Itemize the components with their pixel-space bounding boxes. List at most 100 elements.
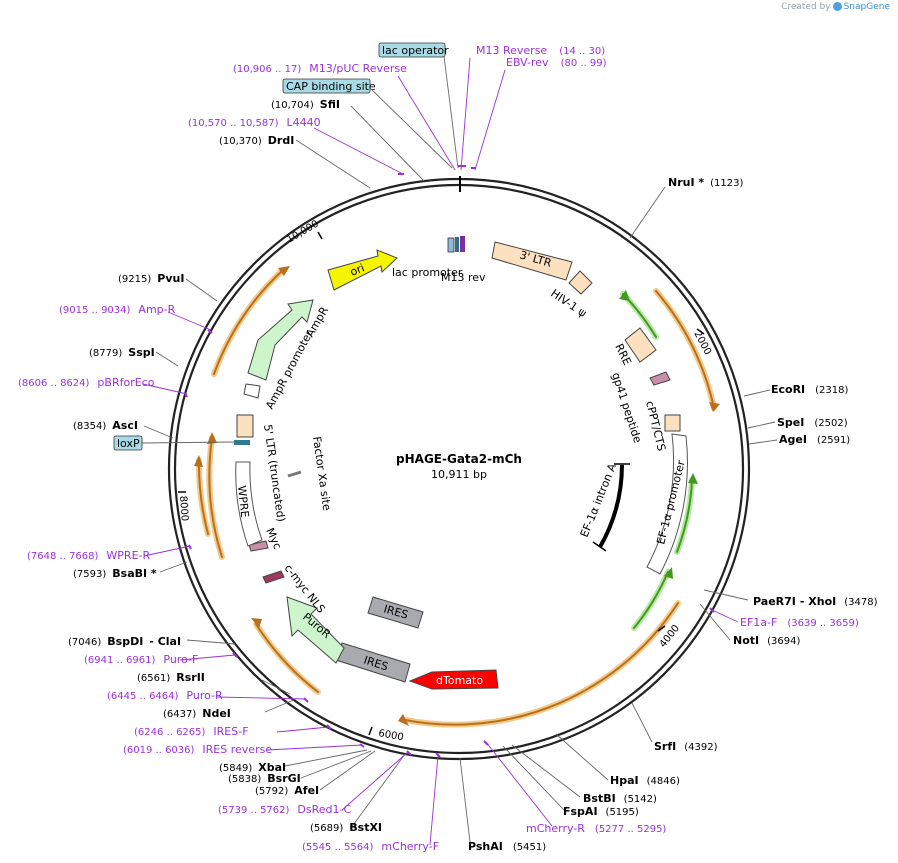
enzyme-fspai: FspAI(5195) <box>563 805 639 818</box>
primer-ires-reverse: (6019 .. 6036)IRES reverse <box>123 743 272 756</box>
brand-text: SnapGene <box>843 2 890 12</box>
gp41-label: gp41 peptide <box>609 371 644 445</box>
primer-puro-f: (6941 .. 6961)Puro-F <box>84 653 198 666</box>
ires1-shape <box>367 596 424 629</box>
wpre-label: WPRE <box>235 485 251 518</box>
primer-labels: M13 Reverse(14 .. 30) EBV-rev(80 .. 99) … <box>18 44 859 853</box>
tag-cap-binding-site: CAP binding site <box>282 78 376 94</box>
primer-wpre-r: (7648 .. 7668)WPRE-R <box>27 549 150 562</box>
primer-l4440: (10,570 .. 10,587)L4440 <box>188 116 321 129</box>
primer-m13-reverse: M13 Reverse(14 .. 30) <box>476 44 605 57</box>
ef1a-intron-label: EF-1α intron A <box>578 461 620 539</box>
ef1a-promoter-shape <box>646 433 688 575</box>
enzymes-right: NruI *(1123) EcoRI(2318) SpeI(2502) AgeI… <box>468 176 878 853</box>
orf-arc-4 <box>206 435 225 560</box>
ef1a-intron-shape <box>598 464 624 548</box>
enzyme-agei: AgeI(2591) <box>779 433 850 446</box>
lac-promoter-box <box>447 237 455 253</box>
tag-lac-operator: lac operator <box>378 42 449 58</box>
dtomato-arrow <box>408 669 499 690</box>
factor-xa-label: Factor Xa site <box>310 436 333 512</box>
enzyme-pvui: (9215)PvuI <box>118 272 184 285</box>
enzyme-leaders <box>143 105 778 843</box>
enzyme-bstxi: (5689)BstXI <box>310 821 382 834</box>
primer-mcherry-f: (5545 .. 5564)mCherry-F <box>302 840 439 853</box>
enzyme-spei: SpeI(2502) <box>777 416 848 429</box>
orf-arc-6 <box>211 267 286 377</box>
enzyme-noti: NotI(3694) <box>733 634 800 647</box>
enzyme-asci: (8354)AscI <box>73 419 138 432</box>
enzyme-nrui: NruI *(1123) <box>668 176 743 189</box>
cppt-label: cPPT/CTS <box>643 400 668 453</box>
ltr5-shape <box>236 414 254 438</box>
primer-pbrforeco: (8606 .. 8624)pBRforEco <box>18 376 155 389</box>
ori-label: ori <box>348 261 366 278</box>
enzyme-ndei: (6437)NdeI <box>163 707 231 720</box>
m13-rev-box <box>460 236 465 252</box>
puror-arrow <box>286 596 345 664</box>
primer-ef1a-f: EF1a-F(3639 .. 3659) <box>740 616 859 629</box>
primer-amp-r: (9015 .. 9034)Amp-R <box>59 303 176 316</box>
enzyme-rsrii: (6561)RsrII <box>137 671 205 684</box>
m13-rev-label: M13 rev <box>441 271 486 284</box>
ampr-arrow <box>247 299 314 381</box>
svg-text:CAP binding site: CAP binding site <box>286 80 376 93</box>
lac-operator-box <box>455 237 459 252</box>
enzyme-ecori: EcoRI(2318) <box>771 383 849 396</box>
tick-label-10000: 10,000 <box>285 219 321 246</box>
ampr-promoter-shape <box>243 383 261 399</box>
primer-leaders <box>142 57 739 846</box>
enzyme-paer7i: PaeR7I- XhoI(3478) <box>753 595 878 608</box>
orf-arc-2 <box>402 600 681 728</box>
primer-mcherry-r: mCherry-R(5277 .. 5295) <box>526 822 666 835</box>
enzyme-afei: (5792)AfeI <box>255 784 319 797</box>
orf-arc-1 <box>653 288 717 411</box>
snapgene-watermark: Created by SnapGene <box>781 2 890 13</box>
tick-label-8000: 8000 <box>177 495 190 521</box>
enzyme-hpai: HpaI(4846) <box>610 774 680 787</box>
enzyme-xbai: (5849)XbaI <box>219 761 286 774</box>
loxp-shape <box>234 440 250 445</box>
gp41-shape <box>649 371 671 386</box>
enzyme-bstbi: BstBI(5142) <box>583 792 657 805</box>
ltr3-shape <box>491 241 573 281</box>
enzyme-bspdi: (7046)BspDI- ClaI <box>68 635 181 648</box>
wpre-shape <box>235 461 263 547</box>
factor-xa-shape <box>287 470 302 478</box>
primer-m13-puc-reverse: (10,906 .. 17)M13/pUC Reverse <box>233 62 407 75</box>
dtomato-label: dTomato <box>436 674 483 687</box>
enzyme-sspi: (8779)SspI <box>89 346 155 359</box>
created-by-text: Created by <box>781 2 831 12</box>
tag-loxp: loxP <box>113 435 143 451</box>
primer-dsred1-c: (5739 .. 5762)DsRed1-C <box>218 803 351 816</box>
cmyc-nls-shape <box>262 570 285 584</box>
snapgene-logo-icon <box>832 2 842 11</box>
lac-promoter-label: lac promoter <box>392 266 463 279</box>
enzyme-bsabi: (7593)BsaBI * <box>73 567 157 580</box>
rre-shape <box>624 327 657 363</box>
enzyme-sfii: (10,704)SfiI <box>271 98 340 111</box>
hiv-psi-shape <box>568 270 593 295</box>
svg-text:lac operator: lac operator <box>382 44 449 57</box>
arc-arrowheads <box>194 266 720 726</box>
tag-boxes: lac operator CAP binding site loxP <box>113 42 449 451</box>
green-arc-2 <box>674 477 695 555</box>
plasmid-size: 10,911 bp <box>431 468 487 481</box>
svg-text:loxP: loxP <box>117 437 140 450</box>
enzymes-left: (10,704)SfiI (10,370)DrdI (9215)PvuI (87… <box>68 98 382 834</box>
enzyme-pshai: PshAI(5451) <box>468 840 546 853</box>
plasmid-name: pHAGE-Gata2-mCh <box>396 452 522 466</box>
enzyme-srfi: SrfI(4392) <box>654 740 718 753</box>
enzyme-drdi: (10,370)DrdI <box>219 134 294 147</box>
enzyme-bsrgi: (5838)BsrGI <box>228 772 301 785</box>
myc-shape <box>248 540 269 552</box>
tick-label-6000: 6000 <box>377 728 404 743</box>
primer-ebv-rev: EBV-rev(80 .. 99) <box>506 56 607 69</box>
primer-puro-r: (6445 .. 6464)Puro-R <box>107 689 223 702</box>
orf-arc-3 <box>253 621 321 695</box>
ltr5-label: 5' LTR (truncated) <box>261 424 288 523</box>
primer-ires-f: (6246 .. 6265)IRES-F <box>134 725 249 738</box>
ori-arrow <box>327 249 398 291</box>
primer-marks <box>184 165 715 758</box>
cppt-shape <box>664 414 681 432</box>
